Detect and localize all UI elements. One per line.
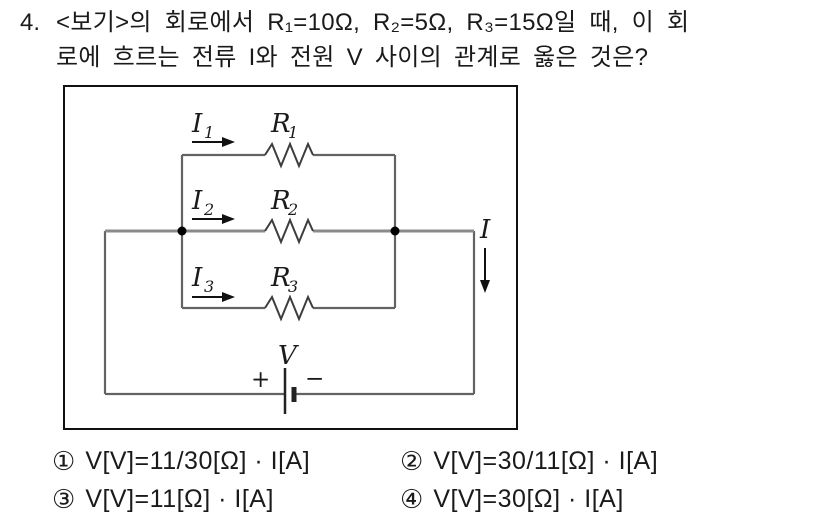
svg-text:3: 3 <box>204 277 214 296</box>
choice-2-number: ② <box>400 446 424 476</box>
question-line-1: <보기>의 회로에서 R₁=10Ω, R₂=5Ω, R₃=15Ω일 때, 이 회 <box>56 9 690 36</box>
current-i1-arrow-icon <box>192 137 235 147</box>
battery-symbol <box>283 368 297 414</box>
svg-text:I: I <box>191 263 203 293</box>
current-i3-label: I 3 <box>191 263 214 296</box>
choice-3-number: ③ <box>52 484 76 514</box>
current-i1-label: I 1 <box>191 109 214 142</box>
svg-text:I: I <box>191 186 203 216</box>
voltage-source-label: V <box>278 341 299 371</box>
current-i2-arrow-icon <box>192 214 235 224</box>
choice-2: ② V[V]=30/11[Ω] · I[A] <box>400 446 658 477</box>
choice-1: ① V[V]=11/30[Ω] · I[A] <box>52 446 400 477</box>
choice-4-text: V[V]=30[Ω] · I[A] <box>433 485 624 513</box>
total-current-arrow-icon <box>480 248 490 293</box>
resistor-r1-symbol <box>264 141 314 169</box>
svg-text:2: 2 <box>287 200 298 219</box>
svg-text:1: 1 <box>288 123 298 142</box>
current-i2-label: I 2 <box>191 186 214 219</box>
svg-text:R: R <box>270 263 291 293</box>
current-i3-arrow-icon <box>192 292 235 302</box>
choice-1-text: V[V]=11/30[Ω] · I[A] <box>85 447 311 475</box>
choice-3-text: V[V]=11[Ω] · I[A] <box>85 485 274 513</box>
svg-text:R: R <box>270 186 291 216</box>
junction-node-right <box>390 226 400 236</box>
svg-text:3: 3 <box>288 277 298 296</box>
question: 4. <보기>의 회로에서 R₁=10Ω, R₂=5Ω, R₃=15Ω일 때, … <box>20 5 689 75</box>
question-text: <보기>의 회로에서 R₁=10Ω, R₂=5Ω, R₃=15Ω일 때, 이 회… <box>56 5 689 75</box>
choice-1-number: ① <box>52 446 76 476</box>
svg-text:1: 1 <box>204 123 214 142</box>
choice-2-text: V[V]=30/11[Ω] · I[A] <box>433 447 659 475</box>
resistor-r3-symbol <box>264 294 314 322</box>
resistor-r2-label: R 2 <box>270 186 298 219</box>
circuit-diagram-box: I 1 R 1 I 2 R 2 <box>63 85 518 430</box>
resistor-r3-label: R 3 <box>270 263 298 296</box>
svg-text:I: I <box>191 109 203 139</box>
battery-plus-sign: + <box>251 367 270 393</box>
total-current-label: I <box>479 215 491 245</box>
answer-choices: ① V[V]=11/30[Ω] · I[A] ② V[V]=30/11[Ω] ·… <box>52 446 658 515</box>
resistor-r1-label: R 1 <box>270 109 298 142</box>
question-number: 4. <box>20 9 41 36</box>
question-line-2: 로에 흐르는 전류 I와 전원 V 사이의 관계로 옳은 것은? <box>56 44 649 71</box>
svg-text:R: R <box>270 109 291 139</box>
choice-3: ③ V[V]=11[Ω] · I[A] <box>52 484 400 515</box>
choice-4: ④ V[V]=30[Ω] · I[A] <box>400 484 658 515</box>
choice-4-number: ④ <box>400 484 424 514</box>
junction-node-left <box>177 226 187 236</box>
circuit-diagram: I 1 R 1 I 2 R 2 <box>103 109 491 414</box>
resistor-r2-symbol <box>264 217 314 245</box>
svg-text:2: 2 <box>203 200 214 219</box>
circuit-outer-wires <box>103 231 476 396</box>
battery-minus-sign: − <box>305 366 324 392</box>
